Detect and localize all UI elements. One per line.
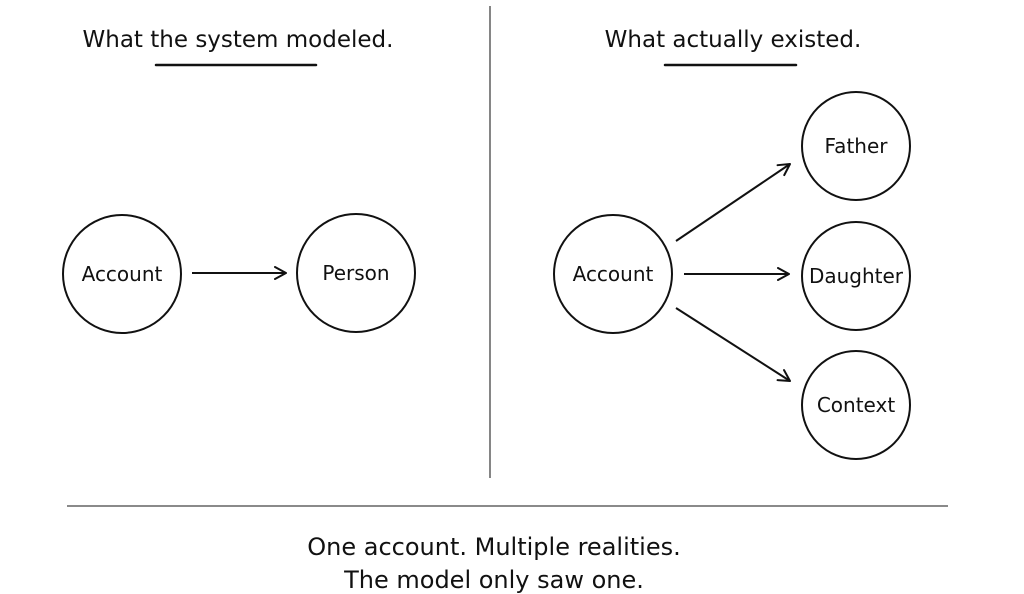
edge-account-to-context <box>675 307 791 382</box>
left-node-person-label: Person <box>322 261 389 285</box>
left-node-account: Account <box>62 214 182 334</box>
left-node-person: Person <box>296 213 416 333</box>
right-node-account-label: Account <box>573 262 654 286</box>
right-node-father-label: Father <box>825 134 889 158</box>
left-panel-heading: What the system modeled. <box>83 27 394 53</box>
right-panel: What actually existed. Account Father Da… <box>553 27 911 460</box>
right-panel-heading: What actually existed. <box>605 27 862 53</box>
right-node-father: Father <box>801 91 911 201</box>
caption: One account. Multiple realities. The mod… <box>307 533 680 594</box>
right-node-context: Context <box>801 350 911 460</box>
edge-account-to-father <box>675 163 791 242</box>
right-node-context-label: Context <box>817 393 896 417</box>
right-node-daughter: Daughter <box>801 221 911 331</box>
right-node-daughter-label: Daughter <box>809 264 904 288</box>
left-panel: What the system modeled. Account Person <box>62 27 416 334</box>
caption-line-2: The model only saw one. <box>343 566 644 594</box>
caption-line-1: One account. Multiple realities. <box>307 533 680 561</box>
right-node-account: Account <box>553 214 673 334</box>
left-node-account-label: Account <box>82 262 163 286</box>
